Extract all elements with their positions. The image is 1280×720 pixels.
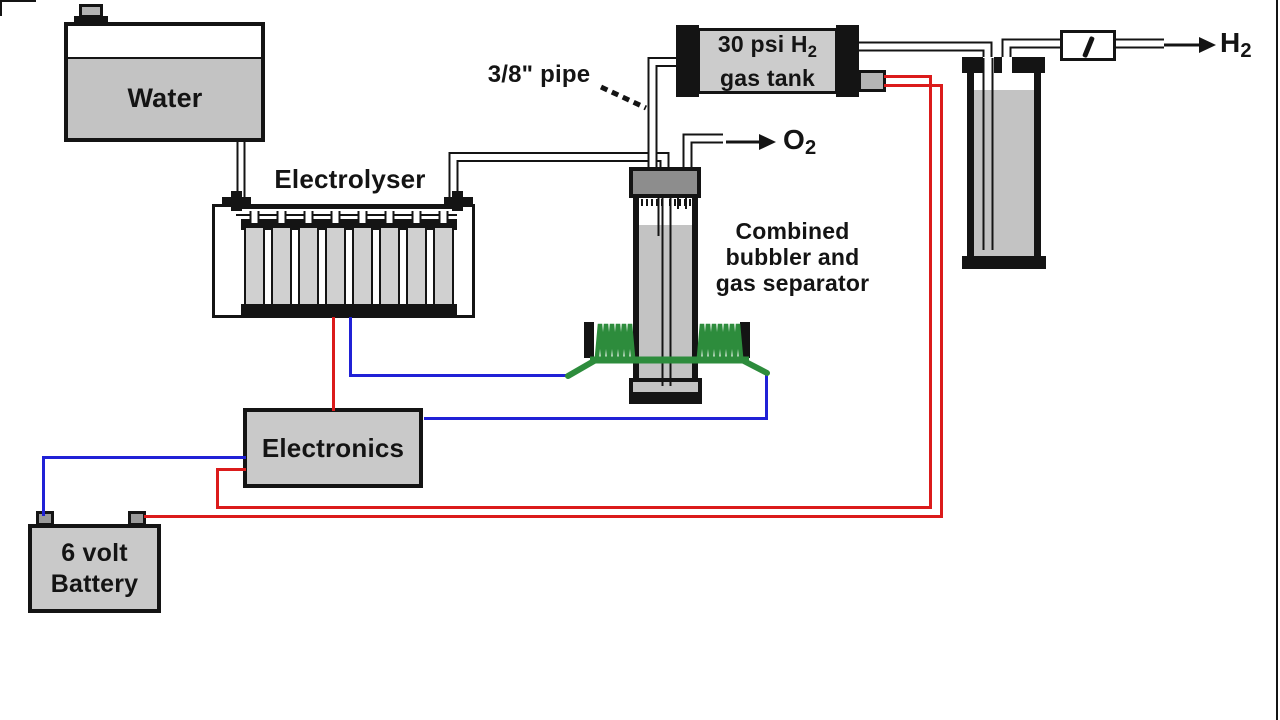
electrolyser-cell xyxy=(376,219,403,316)
gas-tank-left-cap xyxy=(676,25,699,97)
electrolyser-cell xyxy=(349,219,376,316)
bubbler-cap xyxy=(629,167,701,198)
water-tank-label: Water xyxy=(127,83,203,113)
electrode-lead-left xyxy=(565,358,597,379)
water-tank-cap-base xyxy=(74,16,108,25)
wire-electronics-to-bellows-v xyxy=(765,370,768,420)
electrolyser-cell xyxy=(403,219,430,316)
bubbler2-body xyxy=(967,57,1041,259)
wire-battery-to-electronics-h xyxy=(42,456,246,459)
pipe-note-pointer xyxy=(599,84,648,111)
gas-tank-label-line2: gas tank xyxy=(720,64,815,91)
bellows-left xyxy=(594,323,636,358)
wire-battery-to-electronics-v xyxy=(42,456,45,516)
water-tank xyxy=(64,22,265,142)
wire-electrolyser-to-electronics xyxy=(332,317,335,411)
wire-switch-b2 xyxy=(940,84,943,518)
electronics-label: Electronics xyxy=(261,432,405,463)
flashback-arrestor xyxy=(1060,30,1116,61)
electrolyser-cell xyxy=(241,219,268,316)
wire-switch-b3 xyxy=(144,515,943,518)
wire-switch-a3 xyxy=(216,506,932,509)
wire-electronics-to-bellows-h xyxy=(424,417,768,420)
battery-label-line1: 6 volt xyxy=(61,538,128,567)
o2-output-label: O2 xyxy=(783,124,817,159)
electrolyser-cell xyxy=(430,219,457,316)
bellows-right xyxy=(696,323,744,358)
electrolyser-cell xyxy=(295,219,322,316)
frame-top-tick xyxy=(0,0,36,2)
frame-left-tick xyxy=(0,0,2,16)
pipe-note-label: 3/8" pipe xyxy=(487,61,591,88)
electrolyser-cell xyxy=(268,219,295,316)
h2-output-label: H2 xyxy=(1220,27,1252,62)
electronics-box: Electronics xyxy=(243,408,423,488)
bubbler-label: Combined bubbler and gas separator xyxy=(715,218,870,296)
flashback-arrestor-slash-icon xyxy=(1082,35,1095,59)
bubbler-bottom-cup xyxy=(629,378,702,404)
bubbler2-rim-right xyxy=(1012,57,1045,73)
bellows-right-plate xyxy=(740,322,750,358)
gas-tank-label-line1: 30 psi H2 xyxy=(717,30,818,61)
bubbler2-bottom xyxy=(962,256,1046,269)
electrode-lead-right xyxy=(737,356,770,376)
wire-electrolyser-to-bellows-h xyxy=(349,374,570,377)
electrolyser-cell xyxy=(322,219,349,316)
wire-switch-b1 xyxy=(884,84,943,87)
bubbler-threads-right xyxy=(669,199,695,206)
bubbler-tube xyxy=(633,195,698,385)
gas-tank-right-cap xyxy=(836,25,859,97)
wire-switch-a4 xyxy=(216,468,219,509)
battery-label-line2: Battery xyxy=(50,569,139,598)
wire-switch-a1 xyxy=(884,75,932,78)
electrolyser-label: Electrolyser xyxy=(274,164,426,194)
bubbler-threads-left xyxy=(636,199,662,206)
frame-right-edge xyxy=(1276,0,1278,720)
bubbler2-rim-left xyxy=(962,57,983,73)
gas-tank-body: 30 psi H2 gas tank xyxy=(697,28,838,94)
battery-box: 6 volt Battery xyxy=(28,524,161,613)
wire-switch-a2 xyxy=(929,75,932,509)
bubbler2-rim-mid xyxy=(994,57,1002,73)
water-tank-cap xyxy=(79,4,103,18)
wire-electrolyser-to-bellows-v xyxy=(349,317,352,377)
bellows-left-plate xyxy=(584,322,594,358)
pressure-switch-fitting xyxy=(858,70,886,92)
wire-switch-a5 xyxy=(216,468,246,471)
